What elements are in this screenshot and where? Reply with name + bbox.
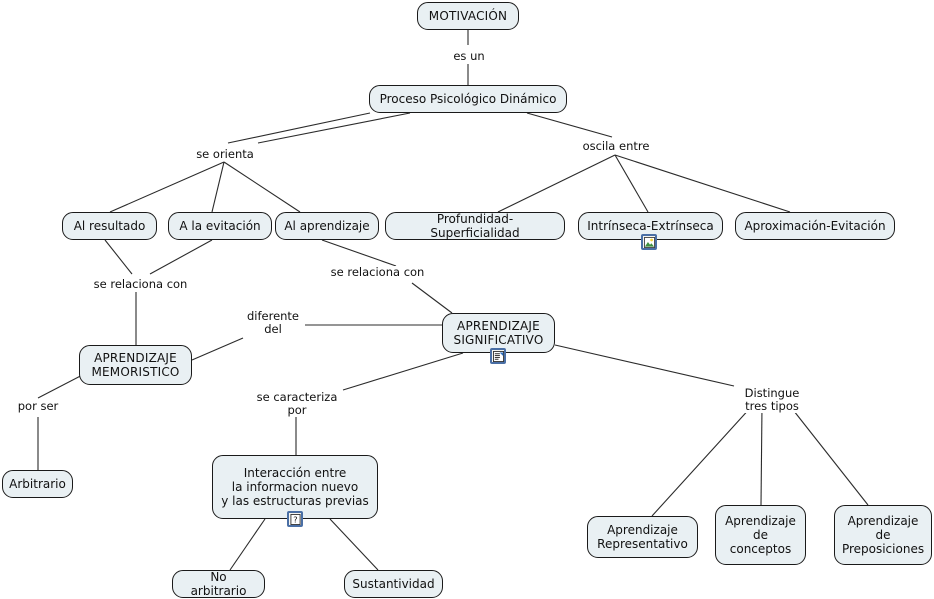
- edge-line: [614, 154, 791, 213]
- svg-text:?: ?: [293, 514, 297, 524]
- image-icon[interactable]: [641, 234, 657, 250]
- concept-node-conceptos[interactable]: Aprendizaje de conceptos: [715, 505, 806, 565]
- edge-line: [149, 239, 213, 275]
- concept-node-label: APRENDIZAJE SIGNIFICATIVO: [453, 319, 544, 347]
- edge-label-se-caracteriza: se caracteriza por: [250, 391, 344, 417]
- edge-line: [191, 337, 244, 361]
- edge-line: [257, 112, 411, 144]
- concept-node-evitacion[interactable]: A la evitación: [168, 212, 272, 240]
- edge-label-es-un: es un: [446, 50, 492, 63]
- edge-line: [211, 161, 225, 213]
- concept-node-label: Intrínseca-Extrínseca: [587, 219, 714, 233]
- concept-node-label: Aprendizaje de conceptos: [725, 514, 796, 556]
- edge-line: [789, 405, 869, 506]
- concept-node-label: Al resultado: [73, 219, 146, 233]
- concept-node-noarbitrario[interactable]: No arbitrario: [172, 570, 265, 598]
- edge-line: [342, 352, 464, 391]
- concept-node-label: Aproximación-Evitación: [744, 219, 886, 233]
- concept-node-aproximacion[interactable]: Aproximación-Evitación: [735, 212, 895, 240]
- edge-line: [497, 154, 616, 213]
- edge-line: [104, 239, 133, 275]
- edge-line: [526, 112, 613, 138]
- edge-line: [321, 239, 397, 267]
- edge-line: [614, 154, 649, 213]
- concept-node-label: No arbitrario: [190, 570, 247, 598]
- concept-node-sustantividad[interactable]: Sustantividad: [344, 570, 443, 598]
- concept-node-label: Aprendizaje de Preposiciones: [841, 514, 925, 556]
- concept-node-motivacion[interactable]: MOTIVACIÓN: [417, 2, 519, 30]
- edge-line: [329, 518, 379, 571]
- concept-node-label: A la evitación: [179, 219, 261, 233]
- concept-node-memoristico[interactable]: APRENDIZAJE MEMORISTICO: [79, 345, 192, 385]
- edge-line: [554, 344, 735, 387]
- concept-node-label: Proceso Psicológico Dinámico: [379, 92, 557, 106]
- edge-label-se-relaciona-2: se relaciona con: [325, 266, 430, 279]
- concept-node-arbitrario[interactable]: Arbitrario: [2, 470, 73, 498]
- concept-node-label: Arbitrario: [9, 477, 66, 491]
- edge-line: [109, 161, 225, 213]
- edge-line: [229, 518, 266, 571]
- concept-node-label: Sustantividad: [352, 577, 435, 591]
- concept-node-interaccion[interactable]: Interacción entre la informacion nuevo y…: [212, 455, 378, 519]
- concept-node-label: Profundidad-Superficialidad: [430, 212, 520, 240]
- edge-line: [651, 405, 753, 517]
- concept-node-significativo[interactable]: APRENDIZAJE SIGNIFICATIVO: [442, 313, 555, 353]
- concept-node-proceso[interactable]: Proceso Psicológico Dinámico: [369, 85, 567, 113]
- edge-label-se-orienta: se orienta: [193, 148, 257, 161]
- edge-label-oscila-entre: oscila entre: [578, 140, 654, 153]
- edge-line: [411, 282, 453, 314]
- edge-line: [760, 405, 763, 506]
- edge-label-por-ser: por ser: [14, 400, 62, 413]
- concept-node-preposiciones[interactable]: Aprendizaje de Preposiciones: [834, 505, 932, 565]
- concept-node-resultado[interactable]: Al resultado: [62, 212, 157, 240]
- concept-node-label: Interacción entre la informacion nuevo y…: [221, 466, 369, 508]
- concept-node-profundidad[interactable]: Profundidad-Superficialidad: [385, 212, 565, 240]
- concept-node-label: APRENDIZAJE MEMORISTICO: [91, 351, 180, 379]
- concept-node-label: Aprendizaje Representativo: [597, 523, 688, 551]
- concept-node-representativo[interactable]: Aprendizaje Representativo: [587, 516, 698, 558]
- edge-label-diferente-del: diferente del: [241, 310, 305, 336]
- edge-line: [223, 161, 301, 213]
- concept-node-label: MOTIVACIÓN: [428, 9, 508, 23]
- edge-line: [227, 112, 371, 144]
- edge-label-distingue: Distingue tres tipos: [737, 387, 807, 413]
- concept-node-label: Al aprendizaje: [284, 219, 370, 233]
- edge-label-se-relaciona-1: se relaciona con: [88, 278, 193, 291]
- concept-node-aprendizaje[interactable]: Al aprendizaje: [275, 212, 379, 240]
- question-icon[interactable]: ?: [287, 511, 303, 527]
- document-icon[interactable]: [490, 348, 506, 364]
